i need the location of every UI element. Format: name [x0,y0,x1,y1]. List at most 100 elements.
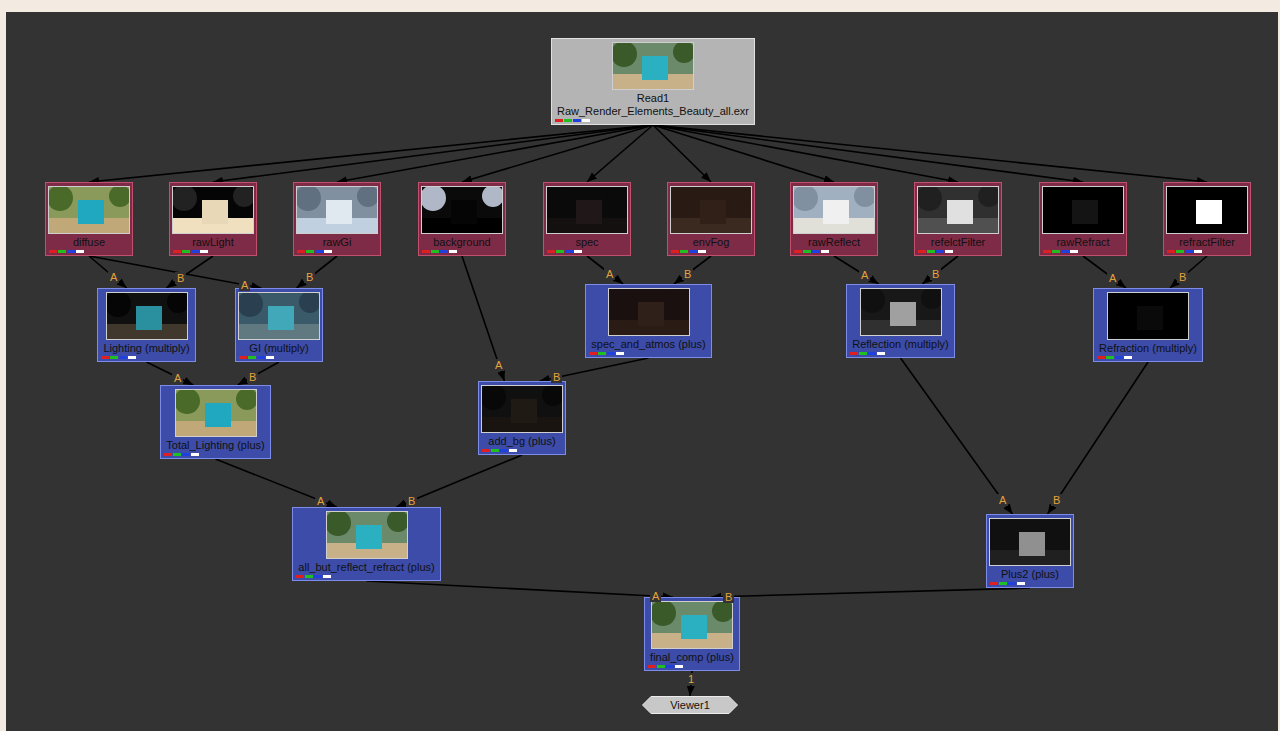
merge-node: add_bg (plus) [478,381,566,455]
input-label: B [406,495,417,507]
node-label: diffuse [73,236,105,249]
pipe-connector [711,588,1030,597]
node-label: spec [575,236,598,249]
shuffle-node: refractFilter [1163,182,1251,256]
pipe-connector [587,125,653,182]
shuffle-node: rawGi [293,182,381,256]
merge-node: Refraction (multiply) [1093,288,1203,362]
node-label: refelctFilter [931,236,985,249]
input-label: A [650,590,661,602]
thumbnail-image [546,186,628,234]
input-label: A [604,268,615,280]
merge-node: spec_and_atmos (plus) [585,284,712,358]
merge-node: final_comp (plus) [644,597,740,671]
shuffle-node: refelctFilter [914,182,1002,256]
channel-bar [990,582,1026,585]
pipe-connector [396,455,522,507]
node-label: GI (multiply) [249,342,308,355]
merge-node: all_but_reflect_refract (plus) [292,507,441,581]
input-label: B [930,268,941,280]
thumbnail-image [175,389,257,437]
thumbnail-image [1166,186,1248,234]
input-label: A [1107,272,1118,284]
shuffle-node: spec [543,182,631,256]
node-label: rawLight [192,236,234,249]
pipe-connector [238,362,279,385]
thumbnail-image [1042,186,1124,234]
pipe-connector [213,125,653,182]
channel-bar [296,575,332,578]
node-label: background [433,236,491,249]
pipe-connector [653,125,1083,182]
channel-bar [589,352,625,355]
channel-bar [49,250,85,253]
input-label: 1 [686,673,696,685]
shuffle-node: rawRefract [1039,182,1127,256]
pipe-connector [462,256,504,381]
thumbnail-image [670,186,752,234]
shuffle-node: diffuse [45,182,133,256]
node-label: all_but_reflect_refract (plus) [298,561,434,574]
node-label: refractFilter [1179,236,1235,249]
node-label: Viewer1 [670,699,710,712]
shuffle-node: rawReflect [790,182,878,256]
channel-bar [850,352,886,355]
thumbnail-image [326,511,408,559]
channel-bar [101,356,137,359]
pipe-connector [922,256,958,284]
channel-bar [1043,250,1079,253]
input-label: B [247,371,258,383]
channel-bar [794,250,830,253]
shuffle-node: background [418,182,506,256]
thumbnail-image [612,42,694,90]
node-label: Plus2 (plus) [1001,568,1059,581]
input-label: B [1177,271,1188,283]
thumbnail-image [238,292,320,340]
channel-bar [239,356,275,359]
thumbnail-image [1107,292,1189,340]
node-label: rawGi [323,236,352,249]
thumbnail-image [296,186,378,234]
input-label: A [859,269,870,281]
input-label: A [315,495,326,507]
input-label: A [172,372,183,384]
pipe-connector [1083,256,1126,288]
input-label: B [682,268,693,280]
pipe-connector [1170,256,1207,288]
thumbnail-image [608,288,690,336]
channel-bar [173,250,209,253]
pipe-connector [901,358,1013,514]
thumbnail-image [106,292,188,340]
node-label: rawRefract [1056,236,1109,249]
node-label: add_bg (plus) [488,435,555,448]
pipe-connector [1048,362,1148,514]
input-label: B [723,591,734,603]
channel-bar [482,449,518,452]
input-label: B [551,371,562,383]
merge-node: GI (multiply) [235,288,323,362]
pipe-connector [89,256,261,288]
pipe-connector [147,362,194,385]
merge-node: Total_Lighting (plus) [160,385,271,459]
pipe-connector [89,256,127,288]
input-label: B [304,271,315,283]
node-label: Read1 [637,92,669,105]
input-label: B [175,272,186,284]
pipe-connector [297,256,337,288]
input-label: A [108,271,119,283]
thumbnail-image [917,186,999,234]
pipe-connector [834,256,879,284]
input-label: A [997,494,1008,506]
channel-bar [1167,250,1203,253]
thumbnail-image [421,186,503,234]
node-label: rawReflect [808,236,860,249]
read-node: Read1Raw_Render_Elements_Beauty_all.exr [551,38,755,125]
channel-bar [422,250,458,253]
viewer-node: Viewer1 [642,696,738,714]
input-label: B [1051,494,1062,506]
thumbnail-image [481,385,563,433]
node-label: final_comp (plus) [650,651,734,664]
node-label: Reflection (multiply) [852,338,949,351]
channel-bar [918,250,954,253]
